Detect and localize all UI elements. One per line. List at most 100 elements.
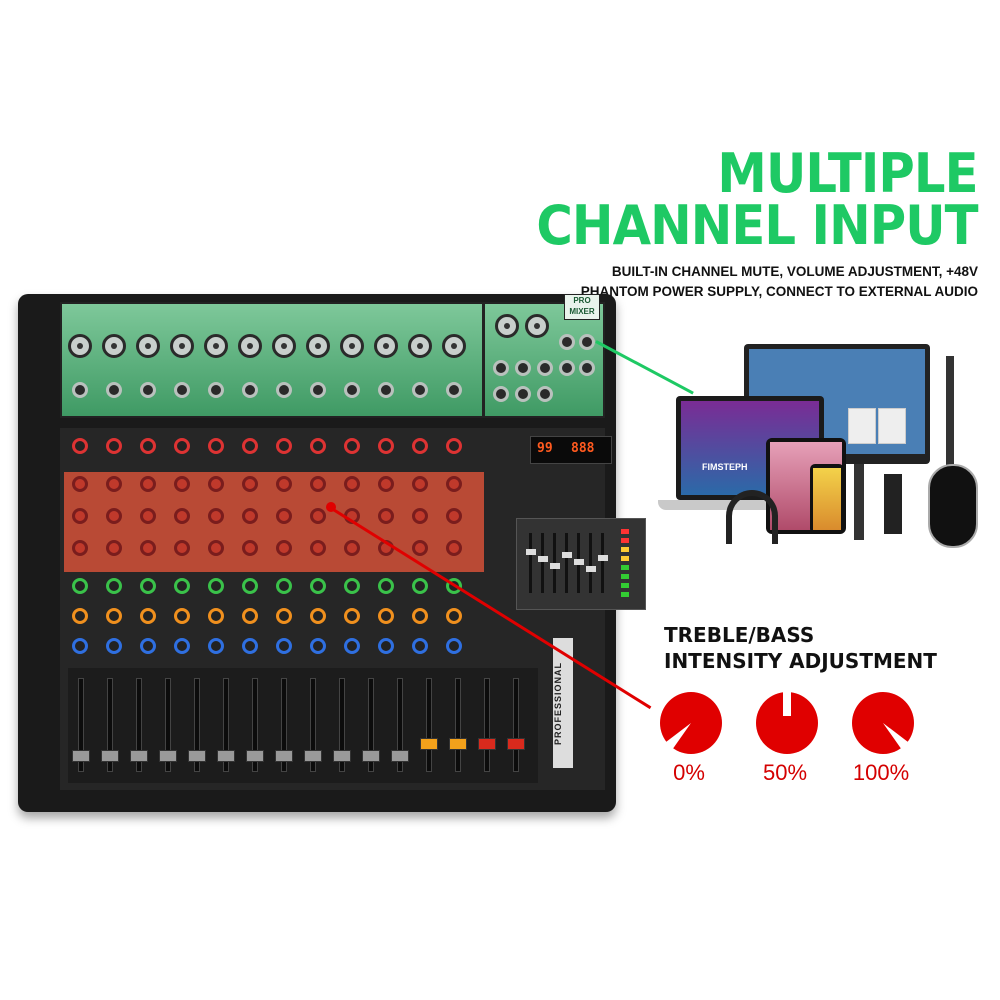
channel-knob — [242, 540, 258, 556]
xlr-input-jack — [204, 334, 228, 358]
fader-track — [368, 678, 374, 772]
channel-knob — [208, 508, 224, 524]
eq-slider-cap — [526, 549, 536, 555]
channel-knob — [106, 476, 122, 492]
led-display: 99 888 — [530, 436, 612, 464]
output-jack — [515, 386, 531, 402]
channel-knob — [310, 638, 326, 654]
eq-slider-cap — [574, 559, 584, 565]
channel-knob — [344, 438, 360, 454]
audio-mixer: PRO MIXER 99 888 PROFESSIONAL — [18, 280, 646, 820]
guitar-neck — [946, 356, 954, 468]
channel-knob — [72, 608, 88, 624]
xlr-input-jack — [408, 334, 432, 358]
main-output-panel — [483, 302, 605, 418]
brand-badge: PRO MIXER — [564, 294, 600, 320]
channel-knob — [446, 638, 462, 654]
main-out-xlr — [495, 314, 519, 338]
dial-notch — [666, 723, 691, 750]
channel-knob — [106, 508, 122, 524]
channel-knob — [174, 608, 190, 624]
eq-slider-cap — [598, 555, 608, 561]
speaker-left — [848, 408, 876, 444]
channel-knob — [378, 438, 394, 454]
level-meter-led — [621, 529, 629, 534]
channel-knob — [378, 508, 394, 524]
line-input-jack — [276, 382, 292, 398]
display-left: 99 — [537, 441, 553, 456]
channel-knob — [446, 476, 462, 492]
channel-knob — [174, 540, 190, 556]
fader-track — [397, 678, 403, 772]
fader-track — [165, 678, 171, 772]
fader-track — [281, 678, 287, 772]
smartphone — [810, 464, 844, 534]
line-input-jack — [412, 382, 428, 398]
line-input-jack — [72, 382, 88, 398]
channel-knob — [140, 540, 156, 556]
line-input-jack — [174, 382, 190, 398]
xlr-input-jack — [306, 334, 330, 358]
display-right: 888 — [571, 441, 595, 456]
fader-cap — [188, 750, 206, 762]
fader-cap — [507, 738, 525, 750]
line-input-jack — [208, 382, 224, 398]
treble-bass-title-line-2: INTENSITY ADJUSTMENT — [664, 649, 937, 673]
dial-100-percent — [852, 692, 914, 754]
channel-knob — [140, 476, 156, 492]
output-jack — [537, 386, 553, 402]
headphones — [726, 490, 778, 544]
xlr-input-jack — [170, 334, 194, 358]
channel-knob — [276, 608, 292, 624]
channel-knob — [412, 476, 428, 492]
input-panel — [60, 302, 484, 418]
channel-knob — [174, 508, 190, 524]
control-surface: 99 888 — [60, 428, 646, 790]
channel-knob — [72, 508, 88, 524]
channel-knob — [242, 508, 258, 524]
fader-section — [68, 668, 538, 783]
channel-knob — [72, 638, 88, 654]
fader-cap — [478, 738, 496, 750]
fader-cap — [304, 750, 322, 762]
microphone — [854, 464, 864, 540]
line-input-jack — [106, 382, 122, 398]
channel-knob — [276, 540, 292, 556]
eq-slider-track — [589, 533, 592, 593]
fader-cap — [101, 750, 119, 762]
channel-knob — [140, 608, 156, 624]
channel-knob — [106, 608, 122, 624]
channel-knob — [276, 508, 292, 524]
channel-knob — [242, 608, 258, 624]
fader-track — [194, 678, 200, 772]
channel-knob — [446, 438, 462, 454]
fader-track — [339, 678, 345, 772]
channel-knob — [72, 476, 88, 492]
fader-track — [136, 678, 142, 772]
channel-knob — [208, 540, 224, 556]
fader-track — [252, 678, 258, 772]
level-meter-led — [621, 574, 629, 579]
output-jack — [579, 334, 595, 350]
channel-knob — [242, 638, 258, 654]
fader-cap — [130, 750, 148, 762]
channel-knob — [412, 540, 428, 556]
headline-line-2: CHANNEL INPUT — [536, 194, 979, 257]
treble-bass-title: TREBLE/BASS INTENSITY ADJUSTMENT — [664, 622, 937, 674]
dial-notch — [783, 690, 791, 716]
channel-knob — [242, 578, 258, 594]
channel-knob — [412, 638, 428, 654]
xlr-input-jack — [68, 334, 92, 358]
xlr-input-jack — [272, 334, 296, 358]
electric-guitar — [928, 464, 978, 548]
xlr-input-jack — [102, 334, 126, 358]
channel-knob — [412, 608, 428, 624]
feature-description: BUILT-IN CHANNEL MUTE, VOLUME ADJUSTMENT… — [581, 262, 978, 302]
channel-knob — [174, 476, 190, 492]
line-input-jack — [242, 382, 258, 398]
fader-cap — [246, 750, 264, 762]
xlr-input-jack — [374, 334, 398, 358]
channel-knob — [446, 540, 462, 556]
brand-badge-line-2: MIXER — [569, 307, 595, 316]
channel-knob — [106, 438, 122, 454]
